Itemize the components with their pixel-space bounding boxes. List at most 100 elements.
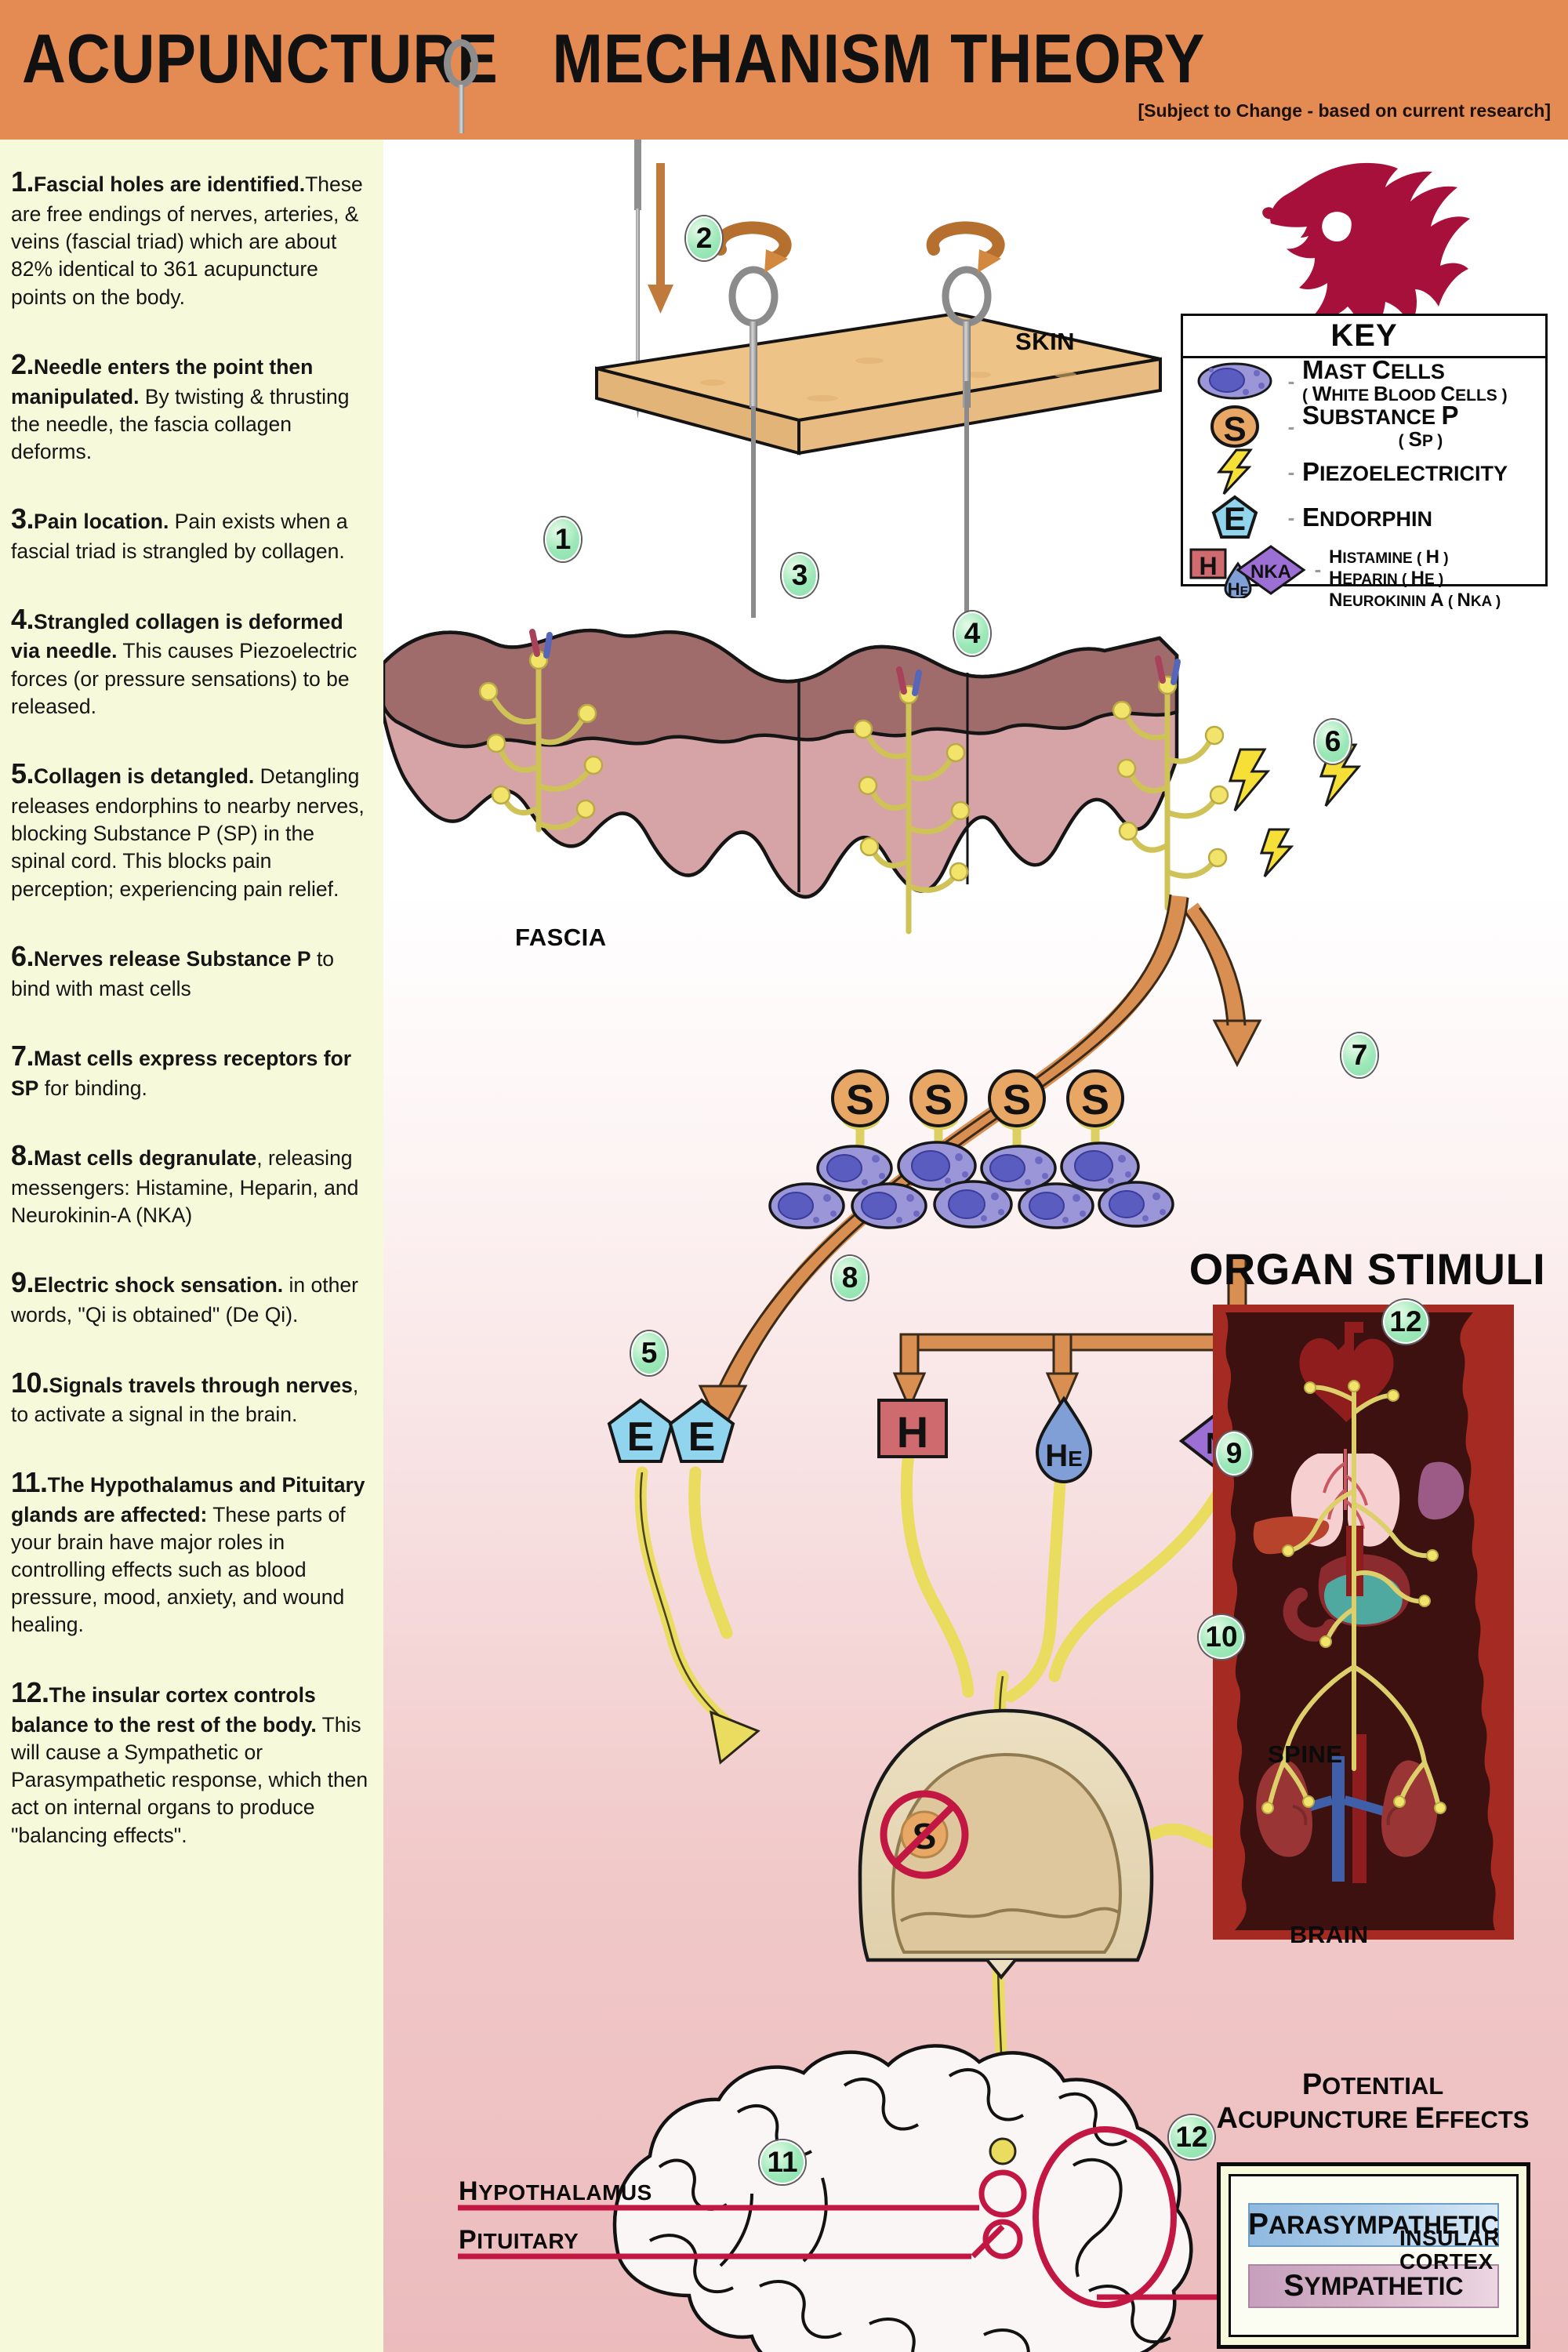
step-rest: This causes Piezoelectric forces (or pre…	[11, 639, 358, 718]
step-bold: Nerves release Substance P	[34, 946, 311, 971]
key-dash: -	[1287, 505, 1295, 529]
step-rest: , to activate a signal in the brain.	[11, 1373, 359, 1427]
step-rest: to bind with mast cells	[11, 946, 335, 1000]
badge-step-9: 9	[1216, 1432, 1252, 1475]
nka-icon	[1236, 545, 1306, 595]
step-number: 9.	[11, 1266, 34, 1299]
step-rest: Detangling releases endorphins to nearby…	[11, 764, 365, 901]
key-label-mast-cells: MAST CELLS	[1302, 355, 1445, 385]
step-number: 8.	[11, 1139, 34, 1172]
step-number: 10.	[11, 1366, 49, 1399]
kidney-icon-right	[1381, 1760, 1438, 1857]
organ-nerve-network	[1267, 1384, 1441, 1809]
step-rest: This will cause a Sympathetic or Parasym…	[11, 1712, 368, 1847]
pituitary-marker	[982, 2219, 1023, 2259]
histamine-icon	[1189, 548, 1227, 579]
key-sublabel-mast-cells: ( WHITE BLOOD CELLS )	[1302, 382, 1508, 406]
svg-text:E: E	[1224, 500, 1246, 537]
badge-step-6: 6	[1315, 720, 1351, 764]
step-item: 2.Needle enters the point then manipulat…	[11, 346, 369, 466]
step-item: 1.Fascial holes are identified.These are…	[11, 163, 369, 311]
svg-text:NKA: NKA	[1250, 561, 1291, 583]
key-title-row: KEY	[1183, 316, 1545, 358]
badge-step-4: 4	[954, 612, 990, 655]
step-item: 5.Collagen is detangled. Detangling rele…	[11, 755, 369, 903]
arrow-to-substance-p	[1181, 902, 1262, 1068]
svg-text:S: S	[1081, 1076, 1109, 1123]
skin-layer	[595, 311, 1162, 456]
endorphin-arrowhead	[710, 1710, 760, 1765]
step-number: 11.	[11, 1465, 48, 1498]
key-dash: -	[1314, 557, 1322, 581]
svg-text:S: S	[924, 1076, 953, 1123]
substance-p-icon: S	[1189, 405, 1280, 448]
heparin-icon	[1224, 561, 1252, 598]
badge-step-12-effects: 12	[1169, 2115, 1214, 2159]
badge-step-11: 11	[760, 2140, 805, 2184]
messengers-icon-group: H HE NKA	[1189, 543, 1307, 598]
piezoelectricity-icon	[1189, 448, 1280, 495]
key-item-messengers: H HE NKA - HISTAMINE ( H ) HEPARIN ( HE …	[1183, 540, 1545, 611]
step-number: 7.	[11, 1040, 34, 1072]
step-rest: These parts of your brain have major rol…	[11, 1502, 346, 1637]
key-item-substance-p: S - SUBSTANCE P ( SP )	[1183, 401, 1545, 450]
vein-icon	[1332, 1756, 1345, 1882]
step-number: 6.	[11, 939, 34, 972]
key-label-nka: NEUROKININ A ( NKA )	[1329, 589, 1501, 611]
organ-nerve-bulbs	[1261, 1380, 1446, 1814]
key-label-endorphin: ENDORPHIN	[1302, 503, 1433, 532]
heparin-icon	[1035, 1396, 1093, 1484]
label-skin: SKIN	[1015, 328, 1076, 355]
svg-text:E: E	[627, 1414, 655, 1460]
step-item: 6.Nerves release Substance P to bind wit…	[11, 938, 369, 1003]
step-rest: By twisting & thrusting the needle, the …	[11, 384, 350, 464]
svg-text:S: S	[846, 1076, 874, 1123]
step-rest: Pain exists when a fascial triad is stra…	[11, 510, 348, 564]
page-header: ACUPUNCTURE MECHANISM THEORY [Subject to …	[0, 0, 1568, 140]
endorphin-icon	[607, 1398, 674, 1463]
header-subtitle: [Subject to Change - based on current re…	[1138, 100, 1551, 121]
page-title-part2: MECHANISM THEORY	[552, 20, 1206, 97]
step-rest: , releasing messengers: Histamine, Hepar…	[11, 1146, 359, 1228]
label-insular-cortex: Insular Cortex	[1399, 2226, 1500, 2274]
endorphin-icon: E	[1189, 495, 1280, 540]
step-item: 4.Strangled collagen is deformed via nee…	[11, 601, 369, 721]
step-number: 4.	[11, 602, 34, 635]
mast-cell-icon	[1189, 361, 1280, 401]
label-fascia: FASCIA	[515, 924, 607, 951]
organ-stimuli-panel	[1207, 1298, 1520, 1946]
piezoelectricity-icon	[1228, 743, 1362, 878]
step-bold: Mast cells degranulate	[34, 1146, 257, 1171]
label-hypothalamus: HYPOTHALAMUS	[459, 2176, 652, 2206]
step-item: 11.The Hypothalamus and Pituitary glands…	[11, 1464, 369, 1639]
step-bold: Strangled collagen is deformed via needl…	[11, 609, 343, 663]
step-item: 9.Electric shock sensation. in other wor…	[11, 1264, 369, 1329]
badge-step-7: 7	[1341, 1033, 1377, 1077]
step-item: 12.The insular cortex controls balance t…	[11, 1674, 369, 1849]
page-title-part1: ACUPUNCTURE	[22, 20, 499, 97]
key-dash: -	[1287, 459, 1295, 484]
badge-step-5: 5	[631, 1331, 667, 1375]
key-legend: KEY - MAST CELLS ( WHITE BLOOD CELLS )	[1181, 314, 1548, 611]
svg-text:S: S	[1223, 410, 1246, 448]
organ-illustration	[1213, 1305, 1514, 1940]
key-item-piezoelectricity: - PIEZOELECTRICITY	[1183, 448, 1545, 495]
svg-text:E: E	[688, 1414, 716, 1460]
histamine-icon	[877, 1399, 948, 1458]
spine-cross-section: S	[858, 1708, 1154, 1980]
svg-text:S: S	[1003, 1076, 1031, 1123]
fascia-layer	[383, 628, 1179, 899]
step-bold: Collagen is detangled.	[34, 764, 255, 789]
effects-title: POTENTIAL ACUPUNCTURE EFFECTS	[1208, 2068, 1537, 2135]
anatomy-diagram: S S S S	[383, 140, 1395, 2352]
key-item-mast-cells: - MAST CELLS ( WHITE BLOOD CELLS )	[1183, 355, 1545, 406]
key-label-substance-p: SUBSTANCE P	[1302, 401, 1459, 430]
spleen-icon	[1417, 1461, 1465, 1520]
step-number: 2.	[11, 347, 34, 380]
mast-cells	[768, 1141, 1174, 1229]
svg-text:H: H	[1199, 552, 1217, 580]
needle-loop-icon	[444, 39, 478, 88]
inserted-needle-right	[926, 221, 1005, 616]
